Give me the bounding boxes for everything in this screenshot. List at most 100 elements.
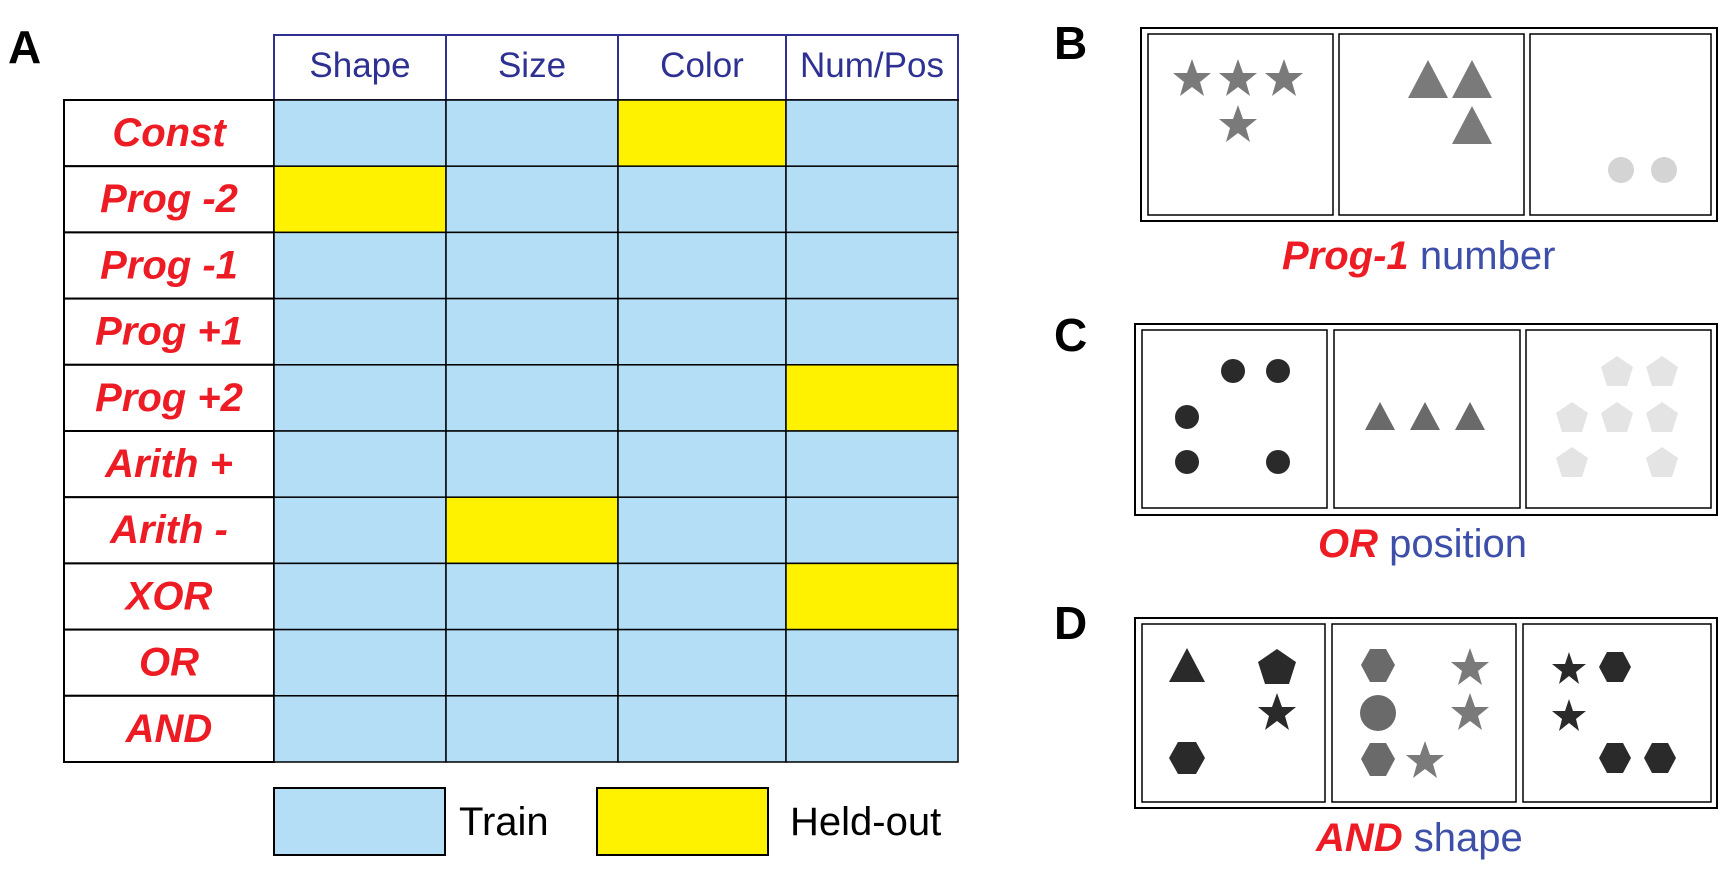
row-label-cell xyxy=(63,694,275,763)
row-label: Prog +2 xyxy=(95,376,243,420)
pentagon-shape xyxy=(1556,402,1588,432)
train-cell xyxy=(617,628,787,697)
panel-c-caption-attribute: position xyxy=(1389,522,1527,566)
pentagon-shape xyxy=(1646,356,1678,386)
row-label: XOR xyxy=(124,574,213,618)
hexagon-shape xyxy=(1599,743,1631,773)
hexagon-shape xyxy=(1644,743,1676,773)
star-shape xyxy=(1451,693,1489,730)
panel-d-cell-2 xyxy=(1331,623,1517,803)
panel-d-caption-rule: AND xyxy=(1316,816,1403,860)
triangle-shape xyxy=(1452,60,1492,98)
panel-b-cell-3 xyxy=(1529,33,1712,216)
held-out-cell xyxy=(617,99,787,167)
train-cell xyxy=(617,297,787,366)
row-label: Prog +1 xyxy=(95,310,243,354)
panel-c-cell-1 xyxy=(1141,329,1328,509)
train-cell xyxy=(273,695,447,763)
train-cell xyxy=(617,165,787,234)
panel-d-caption-attribute: shape xyxy=(1413,816,1523,860)
train-cell xyxy=(273,297,447,366)
panel-b-cell-2 xyxy=(1338,33,1525,216)
row-label: Prog -1 xyxy=(100,243,238,287)
train-cell xyxy=(785,430,959,498)
legend-held-out-swatch xyxy=(596,787,769,856)
column-header-label: Color xyxy=(660,46,744,85)
hexagon-shape xyxy=(1361,649,1395,682)
panel-c-label: C xyxy=(1054,309,1088,361)
train-cell xyxy=(445,364,619,432)
train-cell xyxy=(785,165,959,234)
row-label: AND xyxy=(125,707,213,751)
row-label-cell xyxy=(63,363,275,432)
train-cell xyxy=(445,297,619,366)
train-cell xyxy=(273,364,447,432)
panel-b-caption-rule: Prog-1 xyxy=(1282,234,1409,278)
panel-d-caption: AND shape xyxy=(1316,818,1523,858)
star-shape xyxy=(1552,699,1586,731)
panel-b-caption: Prog-1 number xyxy=(1282,236,1555,276)
circle-shape xyxy=(1608,157,1634,183)
pentagon-shape xyxy=(1258,649,1296,684)
held-out-cell xyxy=(445,496,619,565)
train-cell xyxy=(785,297,959,366)
hexagon-shape xyxy=(1599,652,1631,682)
train-cell xyxy=(445,628,619,697)
train-cell xyxy=(273,430,447,498)
panel-c-caption-rule: OR xyxy=(1318,522,1378,566)
star-shape xyxy=(1219,105,1257,142)
train-cell xyxy=(273,496,447,565)
circle-shape xyxy=(1175,450,1199,474)
panel-d-frame xyxy=(1134,617,1718,809)
column-header-label: Num/Pos xyxy=(800,46,944,85)
panel-b-example xyxy=(1140,27,1718,222)
pentagon-shape xyxy=(1601,356,1633,386)
column-header-label: Shape xyxy=(309,46,410,85)
train-cell xyxy=(617,364,787,432)
legend-held-out-label: Held-out xyxy=(790,800,941,844)
row-label: Arith - xyxy=(109,508,228,552)
circle-shape xyxy=(1266,450,1290,474)
panel-b-caption-attribute: number xyxy=(1419,234,1556,278)
panel-d-cell-1 xyxy=(1141,623,1326,803)
star-shape xyxy=(1258,693,1296,730)
circle-shape xyxy=(1175,405,1199,429)
circle-shape xyxy=(1651,157,1677,183)
train-cell xyxy=(445,562,619,631)
circle-shape xyxy=(1266,359,1290,383)
star-shape xyxy=(1451,648,1489,685)
panel-d-cell-3 xyxy=(1522,623,1712,803)
train-cell xyxy=(785,496,959,565)
star-shape xyxy=(1552,652,1586,684)
panel-b-frame xyxy=(1140,27,1718,222)
row-label: Const xyxy=(112,111,227,155)
train-cell xyxy=(617,496,787,565)
star-shape xyxy=(1173,59,1211,96)
train-cell xyxy=(785,231,959,300)
legend: Train Held-out xyxy=(273,787,941,856)
train-cell xyxy=(445,430,619,498)
triangle-shape xyxy=(1408,60,1448,98)
train-cell xyxy=(785,695,959,763)
pentagon-shape xyxy=(1556,447,1588,477)
row-label-cell xyxy=(63,231,275,300)
star-shape xyxy=(1265,59,1303,96)
circle-shape xyxy=(1360,695,1396,731)
triangle-shape xyxy=(1410,402,1440,430)
train-cell xyxy=(445,165,619,234)
panel-c-frame xyxy=(1134,323,1718,516)
panel-c-example xyxy=(1134,323,1718,516)
train-cell xyxy=(617,562,787,631)
train-cell xyxy=(445,695,619,763)
legend-train-swatch xyxy=(273,787,446,856)
pentagon-shape xyxy=(1646,402,1678,432)
panel-a-label: A xyxy=(8,21,42,73)
train-cell xyxy=(273,628,447,697)
column-header-label: Size xyxy=(498,46,566,85)
column-header-cell xyxy=(273,34,447,101)
column-header-cell xyxy=(445,34,619,101)
train-cell xyxy=(273,231,447,300)
pentagon-shape xyxy=(1646,447,1678,477)
